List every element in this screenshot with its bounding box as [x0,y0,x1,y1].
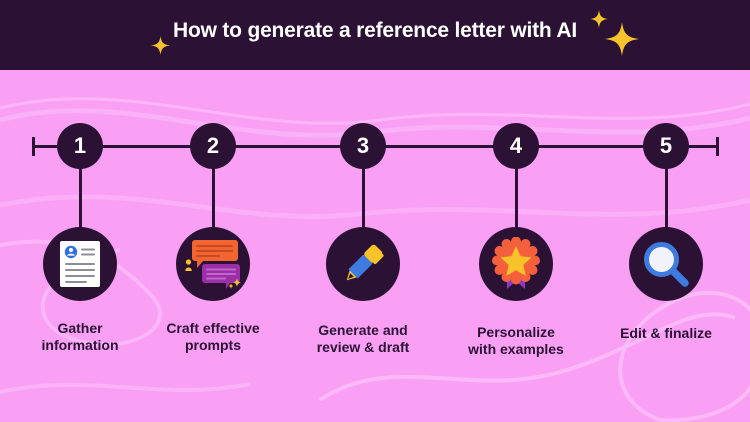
step-number-circle-1[interactable]: 1 [57,123,103,169]
step-icon-circle-5[interactable] [629,227,703,301]
sparkle-right-small-icon [590,10,608,28]
step-number-1: 1 [73,133,87,158]
step-caption-1-line-1: Gather [57,320,103,336]
award-ribbon-icon [492,237,540,289]
step-number-2: 2 [206,133,220,158]
step-number-circle-4[interactable]: 4 [493,123,539,169]
step-number-circle-3[interactable]: 3 [340,123,386,169]
sparkle-right-large-icon [605,22,639,56]
step-icon-circle-3[interactable] [326,227,400,301]
step-caption-1: Gather information [0,320,160,354]
timeline-cap-right [716,137,719,156]
step-caption-2: Craft effective prompts [133,320,293,354]
step-caption-4: Personalize with examples [436,324,596,358]
step-icon-circle-2[interactable] [176,227,250,301]
step-caption-5-line-1: Edit & finalize [620,325,712,341]
timeline-stem-4 [514,146,518,236]
step-caption-4-line-2: with examples [468,341,564,357]
magnifying-glass-icon [644,242,689,287]
step-caption-4-line-1: Personalize [477,324,555,340]
step-caption-3-line-2: review & draft [316,339,410,355]
sparkle-left-small-icon [151,36,170,55]
step-caption-2-line-2: prompts [185,337,241,353]
page-title: How to generate a reference letter with … [173,19,577,42]
timeline-stem-5 [664,146,668,236]
timeline-stem-3 [361,146,365,236]
chat-bubbles-icon [185,240,241,289]
step-number-3: 3 [356,133,370,158]
step-caption-2-line-1: Craft effective [166,320,260,336]
step-icon-circle-1[interactable] [43,227,117,301]
step-icon-circle-4[interactable] [479,227,553,301]
step-caption-3-line-1: Generate and [318,322,408,338]
timeline-cap-left [32,137,35,156]
header-banner: How to generate a reference letter with … [0,0,750,70]
step-number-4: 4 [509,133,523,158]
timeline-stem-1 [78,146,82,236]
step-caption-1-line-2: information [41,337,119,353]
step-number-circle-5[interactable]: 5 [643,123,689,169]
step-number-5: 5 [659,133,673,158]
resume-document-icon [60,241,100,287]
timeline-stem-2 [211,146,215,236]
step-caption-3: Generate and review & draft [283,322,443,356]
pen-icon [346,244,384,281]
step-caption-5: Edit & finalize [586,325,746,342]
step-number-circle-2[interactable]: 2 [190,123,236,169]
